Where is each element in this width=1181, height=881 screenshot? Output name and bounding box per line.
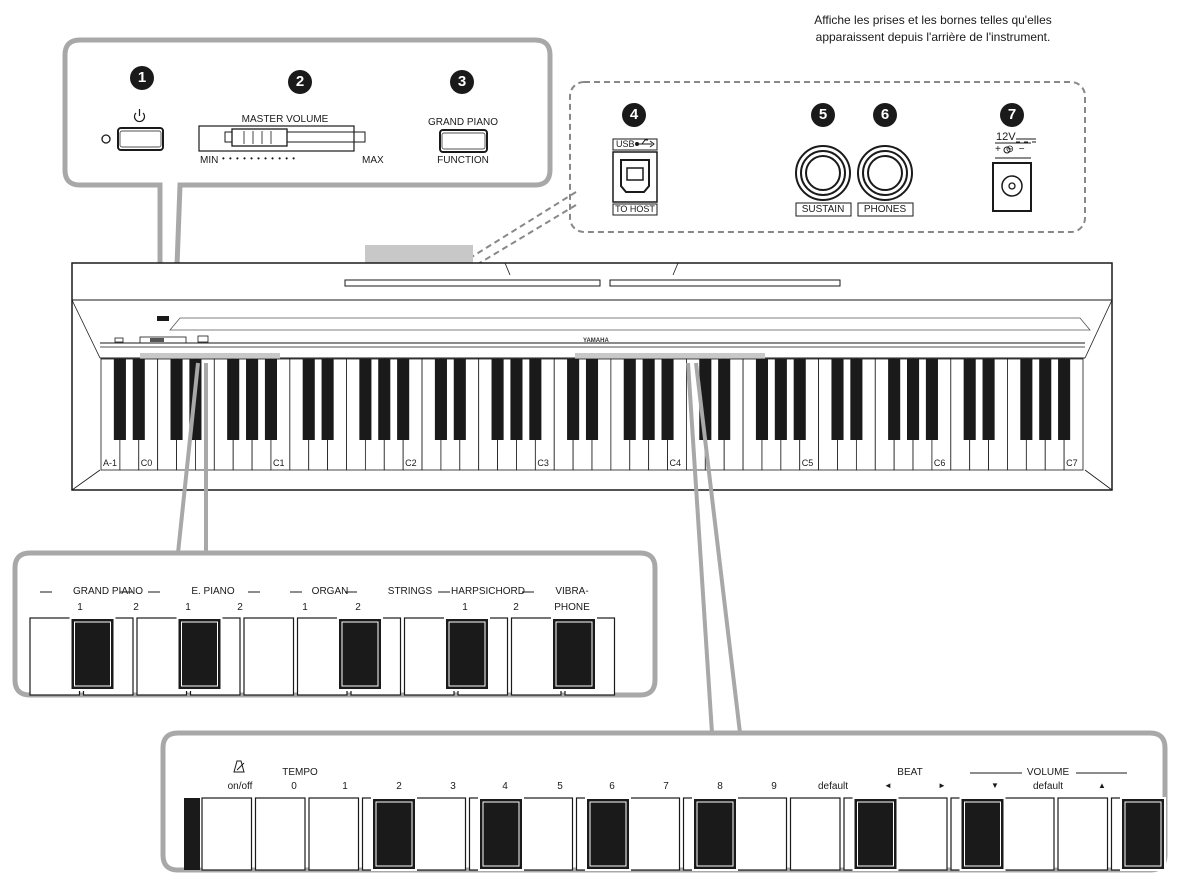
black-key (397, 359, 410, 440)
black-key (246, 359, 259, 440)
black-key (850, 359, 863, 440)
voice-black-key (551, 617, 597, 691)
function-white-key (789, 797, 841, 871)
black-key (434, 359, 447, 440)
function-white-key (1003, 797, 1055, 871)
black-key (359, 359, 372, 440)
black-key (529, 359, 542, 440)
function-black-key-inner (1124, 801, 1162, 867)
top-panel-controls (101, 109, 488, 153)
black-key (227, 359, 240, 440)
black-key (925, 359, 938, 440)
function-white-key (896, 797, 948, 871)
black-key (378, 359, 391, 440)
metronome-icon (233, 760, 245, 773)
black-key (302, 359, 315, 440)
grand-piano-function-button[interactable] (439, 129, 488, 153)
black-key (642, 359, 655, 440)
black-key (718, 359, 731, 440)
black-key (906, 359, 920, 440)
function-white-key (629, 797, 681, 871)
function-black-key-inner (482, 801, 520, 867)
power-icon (133, 109, 146, 123)
black-key (623, 359, 636, 440)
voice-white-key (243, 617, 295, 696)
function-black-key (371, 797, 417, 871)
rear-panel-jacks (612, 138, 1036, 217)
black-key (264, 359, 278, 440)
black-key (1020, 359, 1033, 440)
function-white-key (308, 797, 360, 871)
function-button-keys (184, 797, 1166, 871)
black-key (774, 359, 787, 440)
black-key (491, 359, 504, 440)
voice-button-keys (29, 617, 616, 696)
function-black-key-inner (696, 801, 734, 867)
voice-black-key-inner (448, 621, 486, 687)
voice-black-key-inner (555, 621, 593, 687)
function-black-key-inner (589, 801, 627, 867)
voice-black-key (337, 617, 383, 691)
piano-keys (100, 358, 1084, 471)
function-black-key (692, 797, 738, 871)
voice-black-key (69, 617, 116, 691)
black-key (888, 359, 901, 440)
voice-black-key (176, 617, 223, 691)
function-black-key-inner (964, 801, 1001, 867)
power-indicator (101, 134, 111, 144)
function-black-key (585, 797, 631, 871)
black-key (755, 359, 769, 440)
black-key (132, 359, 145, 440)
black-key (661, 359, 674, 440)
voice-black-key (444, 617, 490, 691)
sustain-jack (795, 145, 852, 217)
function-white-key (254, 797, 306, 871)
power-switch[interactable] (117, 127, 164, 151)
function-white-key (415, 797, 467, 871)
black-key (831, 359, 844, 440)
function-white-key (1057, 797, 1109, 871)
voice-black-key-inner (74, 621, 111, 687)
function-black-key-inner (375, 801, 413, 867)
master-volume-slider[interactable] (198, 125, 355, 152)
function-white-key (522, 797, 574, 871)
function-black-key-partial (184, 798, 200, 870)
function-black-key (1120, 797, 1166, 871)
black-key (567, 359, 580, 440)
black-key (793, 359, 806, 440)
phones-jack (857, 145, 914, 217)
black-key (321, 359, 334, 440)
black-key (170, 359, 183, 440)
function-black-key (959, 797, 1006, 871)
black-key (510, 359, 523, 440)
function-black-key (852, 797, 899, 871)
function-black-key (478, 797, 524, 871)
rear-panel-callout (469, 81, 1086, 265)
usb-port (612, 151, 658, 203)
usb-icon (635, 139, 655, 148)
function-black-key-inner (857, 801, 894, 867)
black-key (963, 359, 976, 440)
black-key (113, 359, 126, 440)
black-key (1039, 359, 1052, 440)
black-key (982, 359, 995, 440)
dc-in-jack (992, 138, 1036, 212)
volume-knob (231, 128, 288, 147)
voice-black-key-inner (181, 621, 218, 687)
rear-panel-location (365, 245, 473, 263)
black-key (585, 359, 599, 440)
function-white-key (201, 797, 253, 871)
function-white-key (736, 797, 788, 871)
voice-black-key-inner (341, 621, 379, 687)
black-key (453, 359, 466, 440)
black-key (1058, 359, 1071, 440)
